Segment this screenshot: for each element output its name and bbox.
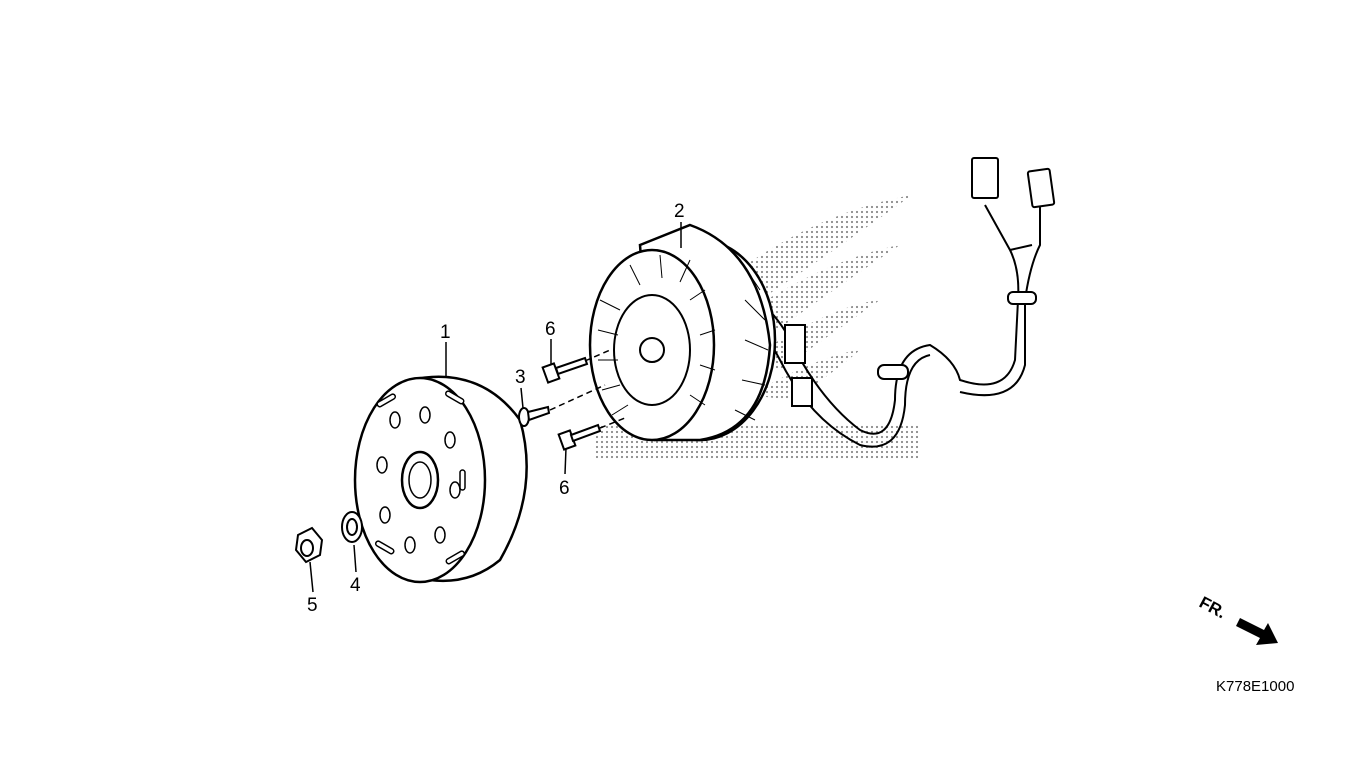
part-number-3: 3	[515, 367, 526, 388]
part-number-6: 6	[559, 478, 570, 499]
flywheel	[353, 375, 528, 584]
front-direction-label: FR.	[1196, 593, 1229, 623]
nut	[294, 526, 324, 564]
part-number-2: 2	[674, 201, 685, 222]
stator-coil-hatching	[597, 254, 769, 421]
connector-icon	[784, 157, 1056, 407]
part-number-6: 6	[545, 319, 556, 340]
diagram-code: K778E1000	[1216, 678, 1294, 695]
leader-lines	[309, 222, 682, 593]
part-number-4: 4	[350, 575, 361, 596]
stator	[588, 223, 777, 442]
front-arrow-icon	[1236, 618, 1278, 645]
washer	[341, 511, 363, 543]
part-number-1: 1	[440, 322, 451, 343]
bolt	[518, 356, 602, 451]
part-number-5: 5	[307, 595, 318, 616]
wire-harness	[711, 204, 1041, 448]
